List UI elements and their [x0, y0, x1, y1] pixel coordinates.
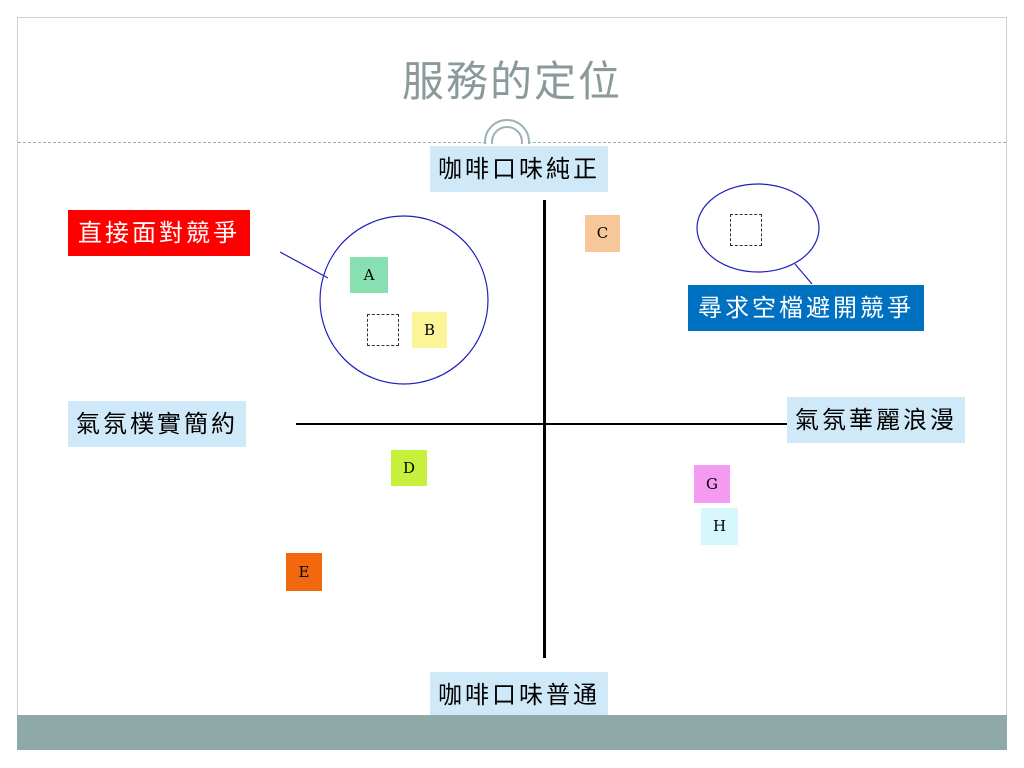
empty-position-marker-left — [367, 314, 399, 346]
direct-competition-connector — [279, 251, 329, 279]
axis-label-right: 氣氛華麗浪漫 — [787, 397, 965, 443]
marker-e: E — [286, 553, 322, 591]
vertical-axis — [543, 200, 546, 658]
empty-position-marker-right — [730, 214, 762, 246]
marker-g: G — [694, 465, 730, 503]
gap-connector — [794, 263, 813, 285]
gap-circle — [696, 183, 820, 273]
axis-label-bottom: 咖啡口味普通 — [430, 672, 608, 718]
marker-d: D — [391, 450, 427, 486]
marker-c: C — [585, 215, 620, 252]
horizontal-axis — [296, 423, 792, 425]
callout-avoid-competition: 尋求空檔避開競爭 — [688, 285, 924, 331]
callout-direct-competition: 直接面對競爭 — [68, 210, 250, 256]
marker-a: A — [350, 257, 388, 293]
slide-title: 服務的定位 — [401, 57, 622, 106]
axis-label-top: 咖啡口味純正 — [430, 146, 608, 192]
axis-label-left: 氣氛樸實簡約 — [68, 401, 246, 447]
footer-bar — [17, 715, 1007, 750]
direct-competition-circle — [319, 215, 489, 385]
marker-h: H — [701, 508, 738, 545]
marker-b: B — [412, 312, 447, 348]
